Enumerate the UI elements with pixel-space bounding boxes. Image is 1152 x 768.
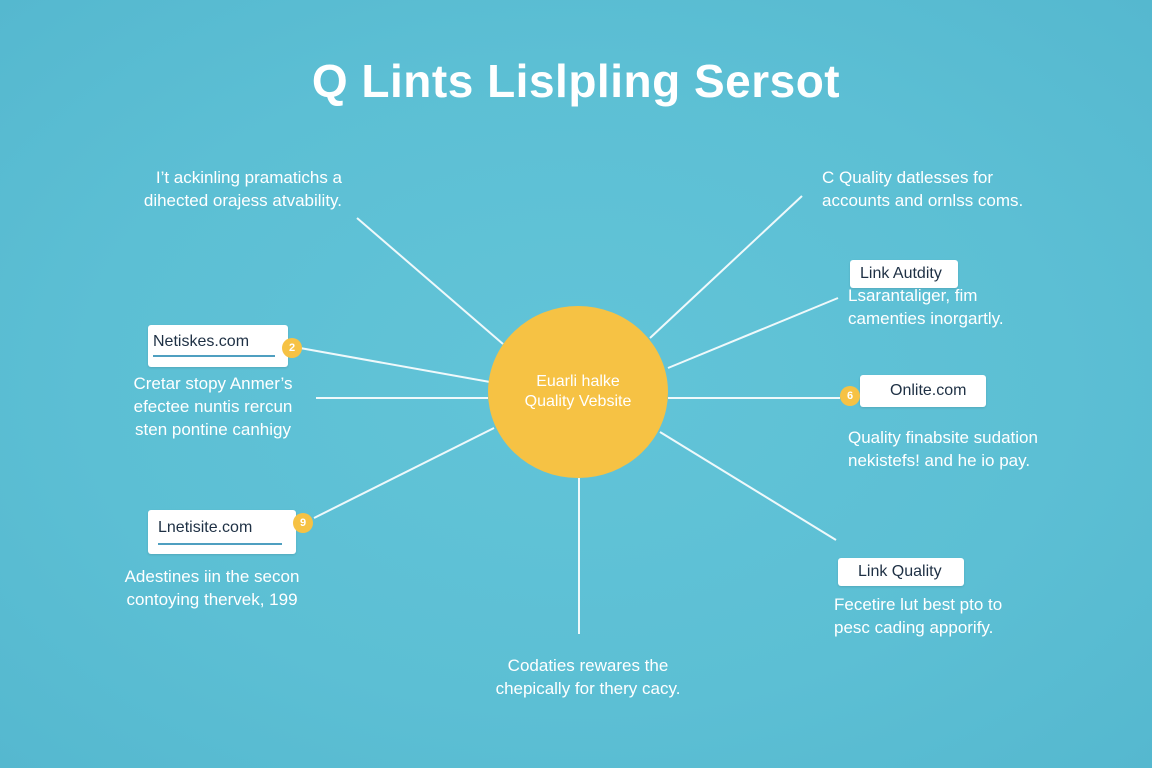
- badge-onlite: 6: [840, 386, 860, 406]
- note-top-right: C Quality datlesses for accounts and orn…: [822, 168, 1024, 210]
- connector-netiskes: [299, 347, 491, 383]
- connector-top-right: [649, 195, 803, 339]
- connector-top-left: [356, 217, 504, 345]
- connector-lnetisite: [313, 427, 495, 519]
- note-right-upper: Lsarantaliger, fim camenties inorgartly.: [848, 286, 1004, 328]
- hub-label-line1: Euarli halke: [536, 373, 620, 390]
- card-lnetisite: Lnetisite.com: [148, 510, 296, 554]
- card-link-quality: Link Quality: [838, 558, 964, 586]
- card-underline: [158, 543, 282, 545]
- connector-right-upper: [667, 297, 839, 369]
- note-lower-left: Adestines iin the secon contoying therve…: [124, 567, 300, 609]
- note-lower-right: Fecetire lut best pto to pesc cading app…: [834, 595, 1003, 637]
- card-underline: [153, 355, 275, 357]
- connector-link-quality: [659, 431, 837, 541]
- note-top-left: I’t ackinling pramatichs a dihected oraj…: [143, 168, 342, 210]
- badge-lnetisite: 9: [293, 513, 313, 533]
- note-mid-left: Cretar stopy Anmer’s efectee nuntis rerc…: [133, 374, 293, 439]
- badge-netiskes: 2: [282, 338, 302, 358]
- hub-label-line2: Quality Vebsite: [524, 393, 632, 410]
- card-onlite: Onlite.com: [860, 375, 986, 407]
- card-link-audit: Link Autdity: [850, 260, 958, 288]
- note-bottom: Codaties rewares the chepically for ther…: [495, 656, 681, 698]
- central-hub: Euarli halke Quality Vebsite: [488, 306, 668, 478]
- diagram-title: Q Lints Lislpling Sersot: [311, 55, 841, 107]
- card-netiskes: Netiskes.com: [148, 325, 288, 367]
- note-mid-right: Quality finabsite sudation nekistefs! an…: [848, 428, 1038, 470]
